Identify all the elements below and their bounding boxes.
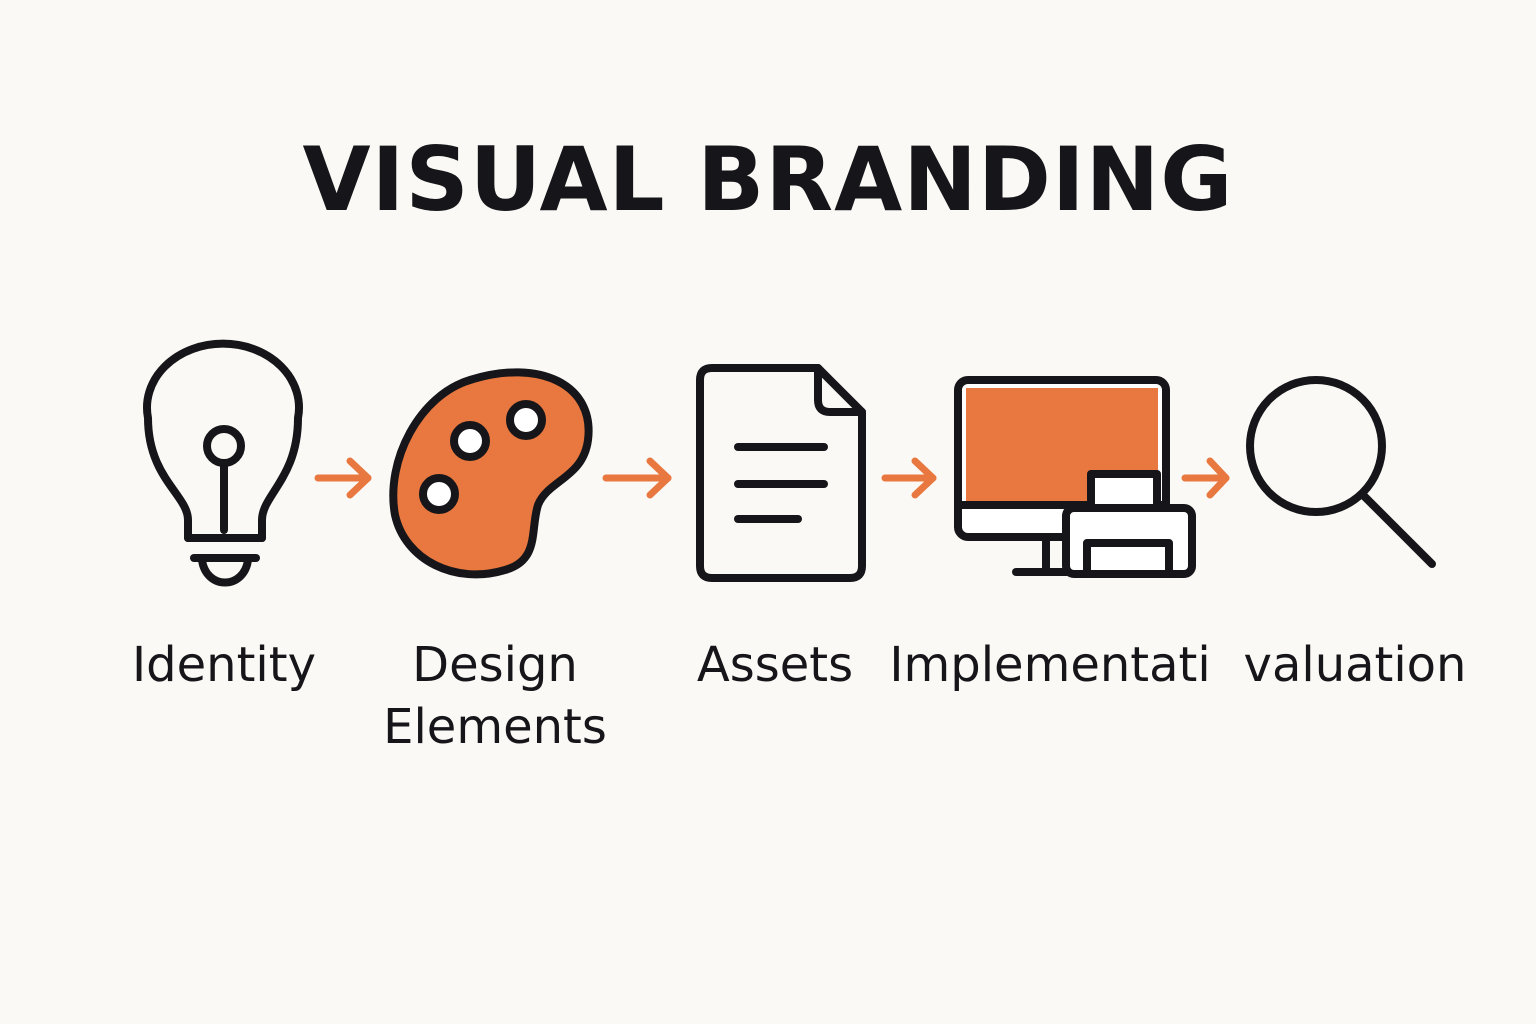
step-label-assets: Assets xyxy=(696,637,854,693)
document-icon xyxy=(696,364,866,582)
monitor-printer-icon xyxy=(954,376,1196,578)
step-label-evaluation: valuation xyxy=(1243,637,1467,693)
arrow-icon xyxy=(881,457,937,499)
diagram-title: VISUAL BRANDING xyxy=(302,128,1234,231)
magnifier-icon xyxy=(1246,376,1436,568)
step-label-identity: Identity xyxy=(132,637,316,693)
step-label-implementation: Implementati xyxy=(889,637,1211,693)
lightbulb-icon xyxy=(143,339,303,587)
arrow-icon xyxy=(1181,457,1230,499)
step-label-design-elements: Design Elements xyxy=(383,637,607,755)
palette-icon xyxy=(389,368,593,579)
arrow-icon xyxy=(314,457,372,499)
arrow-icon xyxy=(602,457,672,499)
